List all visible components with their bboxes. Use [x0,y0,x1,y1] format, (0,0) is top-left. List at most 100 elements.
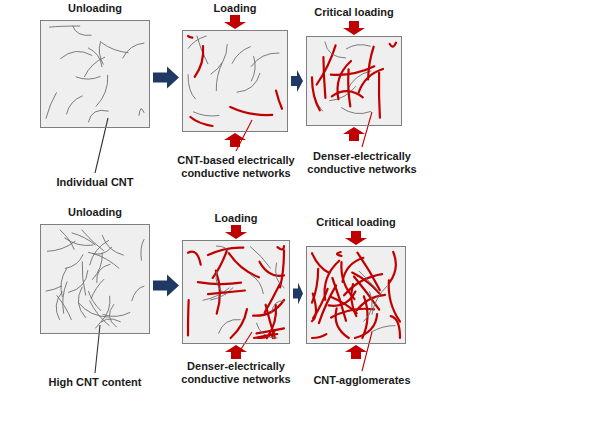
cnt-fiber [101,296,110,322]
cnt-fiber [61,51,92,58]
specimen-box: Loading [182,240,290,344]
matrix-ground [182,30,288,132]
conductive-cnt [188,252,201,265]
cnt-fiber [99,41,103,64]
leader-line [236,120,252,151]
callout-label: Denser-electrically conductive networks [298,150,426,176]
cnt-fiber [251,57,255,82]
callout-label: CNT-agglomerates [302,374,422,387]
cnt-fiber [141,240,144,261]
conductive-cnt [337,252,341,256]
cnt-fiber [372,286,387,314]
conductive-cnt [253,300,284,316]
cnt-fiber [61,269,67,297]
conductive-cnt [332,91,363,97]
cnt-fiber [69,270,88,292]
cnt-fiber [88,247,111,254]
conductive-cnt [390,43,396,47]
callout-label: High CNT content [40,376,150,389]
cnt-fiber [82,262,85,295]
connectors [153,67,303,305]
conductive-cnt [208,291,245,295]
load-arrow [345,345,367,359]
conductive-cnt [378,73,381,118]
cnt-fiber [50,26,80,27]
cnt-fiber [211,45,227,75]
leader-line [236,332,252,357]
load-arrow [345,231,367,245]
cnt-fiber [325,42,346,58]
leader-line [362,112,372,147]
conductive-cnt [317,45,336,84]
conductive-cnt [323,57,325,98]
cnt-fiber [216,272,225,295]
cnt-fiber [46,93,56,119]
conductive-cnt [319,285,336,323]
cnt-fiber [67,96,83,114]
cnt-fiber [103,313,130,317]
conductive-cnt [312,253,329,273]
cnt-fiber [193,112,219,116]
box-grounds [40,20,406,344]
conductive-cnt [336,308,349,338]
cnt-fiber [57,296,72,320]
leader-line [362,332,372,371]
cnt-fiber [109,305,116,327]
conductive-cnt [254,334,277,338]
callout-label: Individual CNT [40,176,150,189]
specimen-box: Unloading [40,224,150,334]
cnt-fiber [123,43,144,58]
cnt-fiber [364,292,373,322]
cnt-fiber [346,45,370,49]
cnt-fiber [330,87,356,101]
conductive-cnt [312,334,326,338]
conductive-cnt [312,77,320,110]
cnt-fiber [359,271,379,292]
process-arrow [291,70,303,92]
conductive-cnt [352,273,380,295]
cnt-fiber [90,240,109,265]
cnt-fiber [91,279,104,298]
cnt-fiber [82,230,104,251]
cnt-fiber [216,246,228,253]
cnt-fiber [65,255,83,269]
state-heading: Unloading [21,2,169,15]
conductive-cnt [267,305,276,338]
state-heading: Loading [163,2,307,15]
cnt-fiber [341,108,370,114]
conductive-cnt [231,309,247,338]
conductive-cnt [195,46,204,77]
load-arrow [225,225,247,239]
specimen-box: Loading [182,30,288,132]
conductive-cnt [260,262,285,276]
process-arrow [153,275,179,297]
conductive-cnt [280,250,284,287]
cnt-fiber [93,253,103,279]
conductive-cnt [391,316,400,338]
callout-label: CNT-based electrically conductive networ… [171,154,301,180]
cnt-fiber [46,286,62,291]
conductive-cnt [344,274,382,295]
cnt-fiber [76,77,100,80]
conductive-cnt [188,36,192,38]
cnt-fiber [251,275,264,294]
specimen-box: Critical loading [306,246,406,344]
specimen-box: Critical loading [306,36,402,126]
cnt-fiber [102,236,123,256]
load-arrow [224,15,246,29]
conductive-cnt [208,248,243,256]
cnt-fiber [271,301,284,313]
state-heading: Loading [163,212,309,225]
cnt-fiber [93,253,119,268]
process-arrow [153,67,179,89]
conductive-cnt [190,117,212,126]
state-heading: Critical loading [287,6,421,19]
state-heading: Unloading [21,206,169,219]
load-arrow [343,127,365,141]
cnt-fiber [102,43,129,53]
cnt-fiber [132,286,144,301]
matrix-ground [306,36,402,126]
cnt-fiber [89,292,101,311]
conductive-cnt [357,295,386,311]
cnt-fiber [96,75,108,106]
